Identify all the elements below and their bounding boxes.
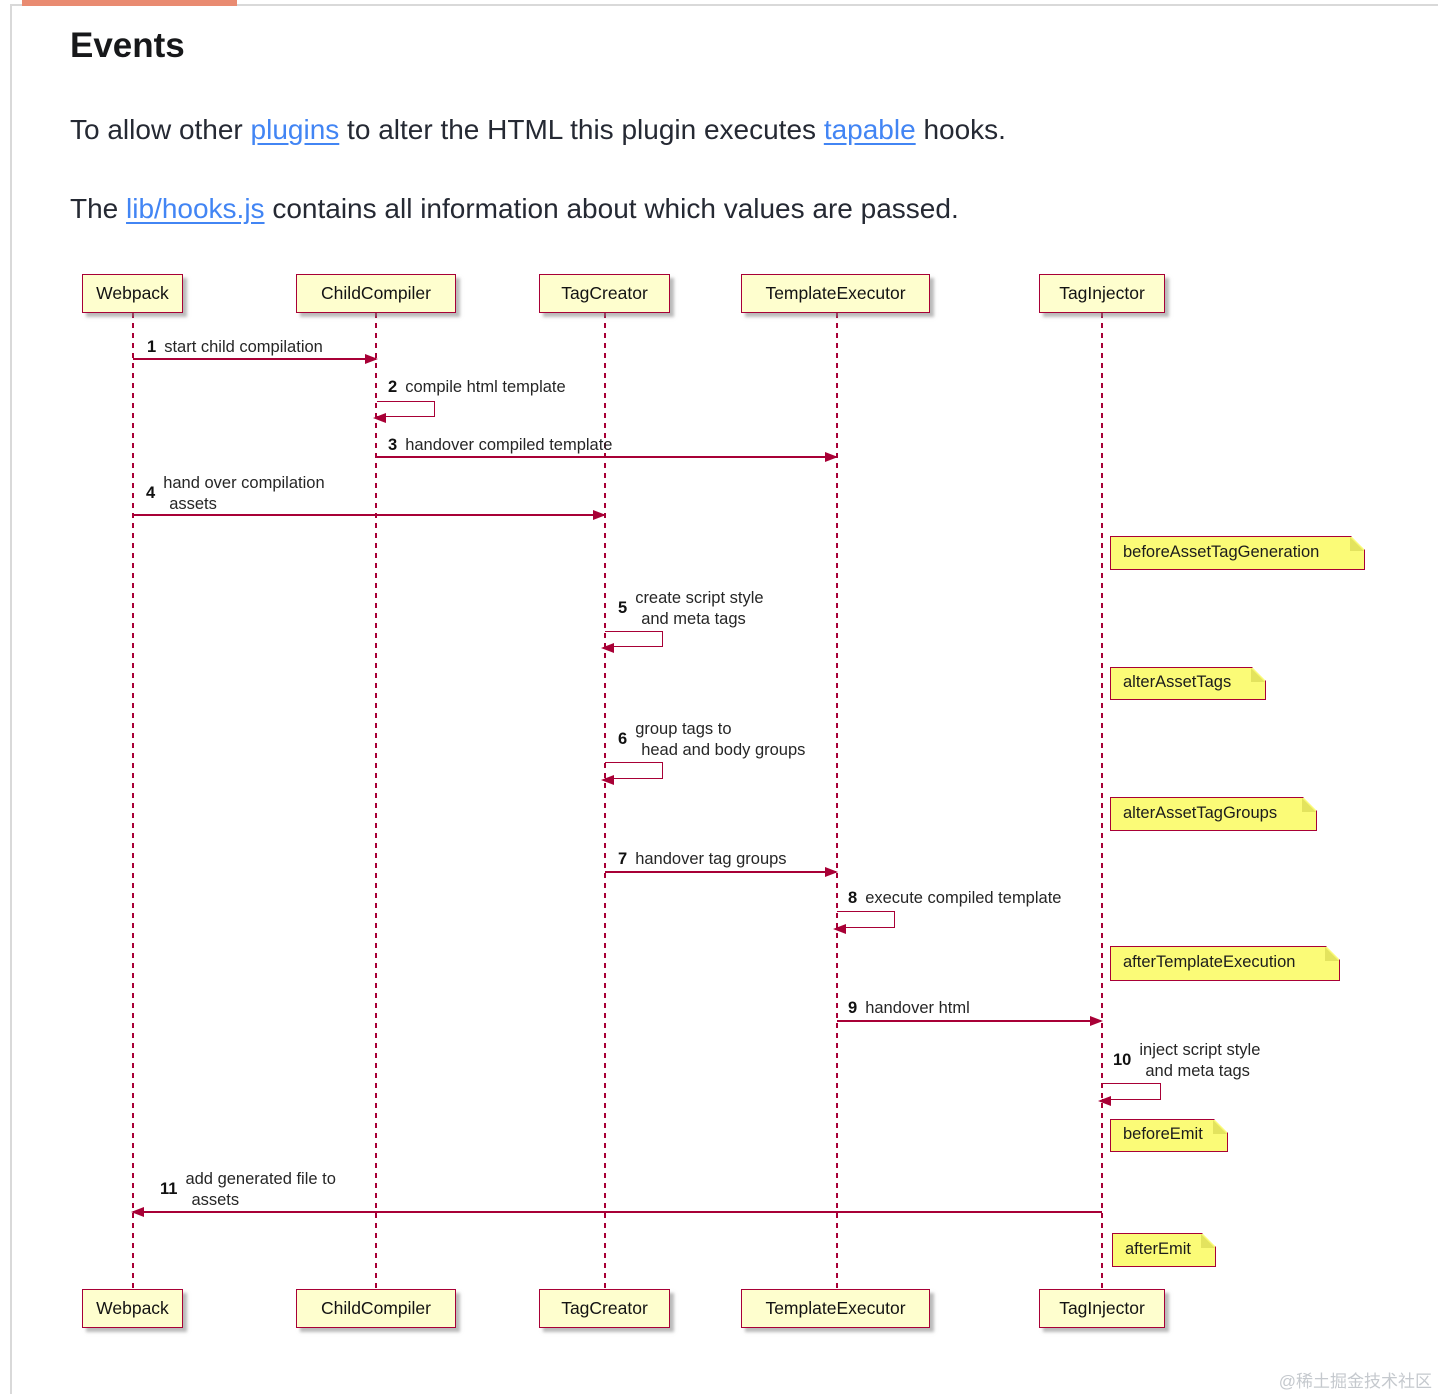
message-1-label: 1 start child compilation — [147, 338, 323, 357]
participant-templateexecutor-bottom: TemplateExecutor — [741, 1289, 930, 1328]
message-5-selfloop — [601, 631, 663, 653]
intro-paragraph: To allow other plugins to alter the HTML… — [70, 112, 1006, 148]
participant-childcompiler-top: ChildCompiler — [296, 274, 456, 313]
text-run: To allow other — [70, 114, 251, 145]
message-text: handover html — [865, 999, 970, 1017]
message-3-arrow — [377, 452, 838, 462]
tapable-link[interactable]: tapable — [823, 114, 916, 145]
scroll-progress-bar — [22, 0, 237, 6]
arrowhead-left — [833, 924, 846, 934]
message-4-arrow — [133, 510, 606, 520]
arrowhead-left — [373, 413, 386, 423]
message-2-selfloop — [373, 401, 435, 423]
message-number: 6 — [618, 730, 628, 749]
lifeline-templateexecutor — [836, 313, 838, 1289]
message-9-arrow — [837, 1016, 1103, 1026]
arrowhead-right — [825, 867, 838, 877]
arrowhead-left — [601, 775, 614, 785]
message-text: handover compiled template — [405, 436, 613, 454]
lifeline-tagcreator — [604, 313, 606, 1289]
note-beforeEmit: beforeEmit — [1110, 1119, 1228, 1152]
participant-tagcreator-top: TagCreator — [539, 274, 670, 313]
message-number: 7 — [618, 850, 628, 868]
text-run: to alter the HTML this plugin executes — [339, 114, 824, 145]
arrowhead-right — [365, 354, 378, 364]
text-run: The — [70, 193, 127, 224]
participant-webpack-top: Webpack — [82, 274, 183, 313]
arrowhead-right — [825, 452, 838, 462]
arrowhead-right — [593, 510, 606, 520]
participant-templateexecutor-top: TemplateExecutor — [741, 274, 930, 313]
message-text: handover tag groups — [635, 850, 787, 868]
lifeline-childcompiler — [375, 313, 377, 1289]
message-number: 1 — [147, 338, 157, 356]
participant-taginjector-top: TagInjector — [1039, 274, 1165, 313]
message-7-arrow — [605, 867, 838, 877]
lib-hooks-link[interactable]: lib/hooks.js — [126, 193, 265, 224]
hooks-paragraph: The lib/hooks.js contains all informatio… — [70, 191, 959, 227]
message-11-arrow — [131, 1207, 1102, 1217]
message-7-label: 7 handover tag groups — [618, 850, 787, 869]
arrowhead-left — [1098, 1096, 1111, 1106]
message-text: start child compilation — [164, 338, 323, 356]
message-number: 10 — [1113, 1051, 1132, 1070]
message-number: 2 — [388, 378, 398, 396]
arrowhead-right — [1090, 1016, 1103, 1026]
note-afterTemplateExecution: afterTemplateExecution — [1110, 946, 1340, 981]
juejin-watermark: @稀土掘金技术社区 — [1278, 1372, 1432, 1391]
message-8-label: 8 execute compiled template — [848, 889, 1061, 908]
message-text: compile html template — [405, 378, 566, 396]
top-border — [10, 4, 1438, 6]
arrowhead-left — [131, 1207, 144, 1217]
note-alterAssetTagGroups: alterAssetTagGroups — [1110, 797, 1317, 831]
note-alterAssetTags: alterAssetTags — [1110, 667, 1266, 700]
text-run: hooks. — [915, 114, 1006, 145]
page-title: Events — [70, 26, 185, 65]
lifeline-webpack — [132, 313, 134, 1289]
message-1-arrow — [133, 354, 378, 364]
text-run: contains all information about which val… — [264, 193, 959, 224]
participant-webpack-bottom: Webpack — [82, 1289, 183, 1328]
message-number: 8 — [848, 889, 858, 907]
message-6-selfloop — [601, 762, 663, 785]
arrowhead-left — [601, 643, 614, 653]
message-3-label: 3 handover compiled template — [388, 436, 612, 455]
note-beforeAssetTagGeneration: beforeAssetTagGeneration — [1110, 536, 1365, 570]
message-text: execute compiled template — [865, 889, 1062, 907]
message-number: 4 — [146, 484, 156, 503]
message-number: 11 — [160, 1180, 178, 1199]
note-afterEmit: afterEmit — [1112, 1233, 1216, 1267]
left-border — [10, 4, 12, 1394]
plugins-link[interactable]: plugins — [250, 114, 340, 145]
participant-tagcreator-bottom: TagCreator — [539, 1289, 670, 1328]
message-10-selfloop — [1098, 1083, 1161, 1106]
message-9-label: 9 handover html — [848, 999, 970, 1018]
participant-childcompiler-bottom: ChildCompiler — [296, 1289, 456, 1328]
message-number: 3 — [388, 436, 398, 454]
message-number: 9 — [848, 999, 858, 1017]
message-8-selfloop — [833, 911, 895, 934]
participant-taginjector-bottom: TagInjector — [1039, 1289, 1165, 1328]
message-number: 5 — [618, 599, 628, 618]
message-2-label: 2 compile html template — [388, 378, 566, 397]
lifeline-taginjector — [1101, 313, 1103, 1289]
